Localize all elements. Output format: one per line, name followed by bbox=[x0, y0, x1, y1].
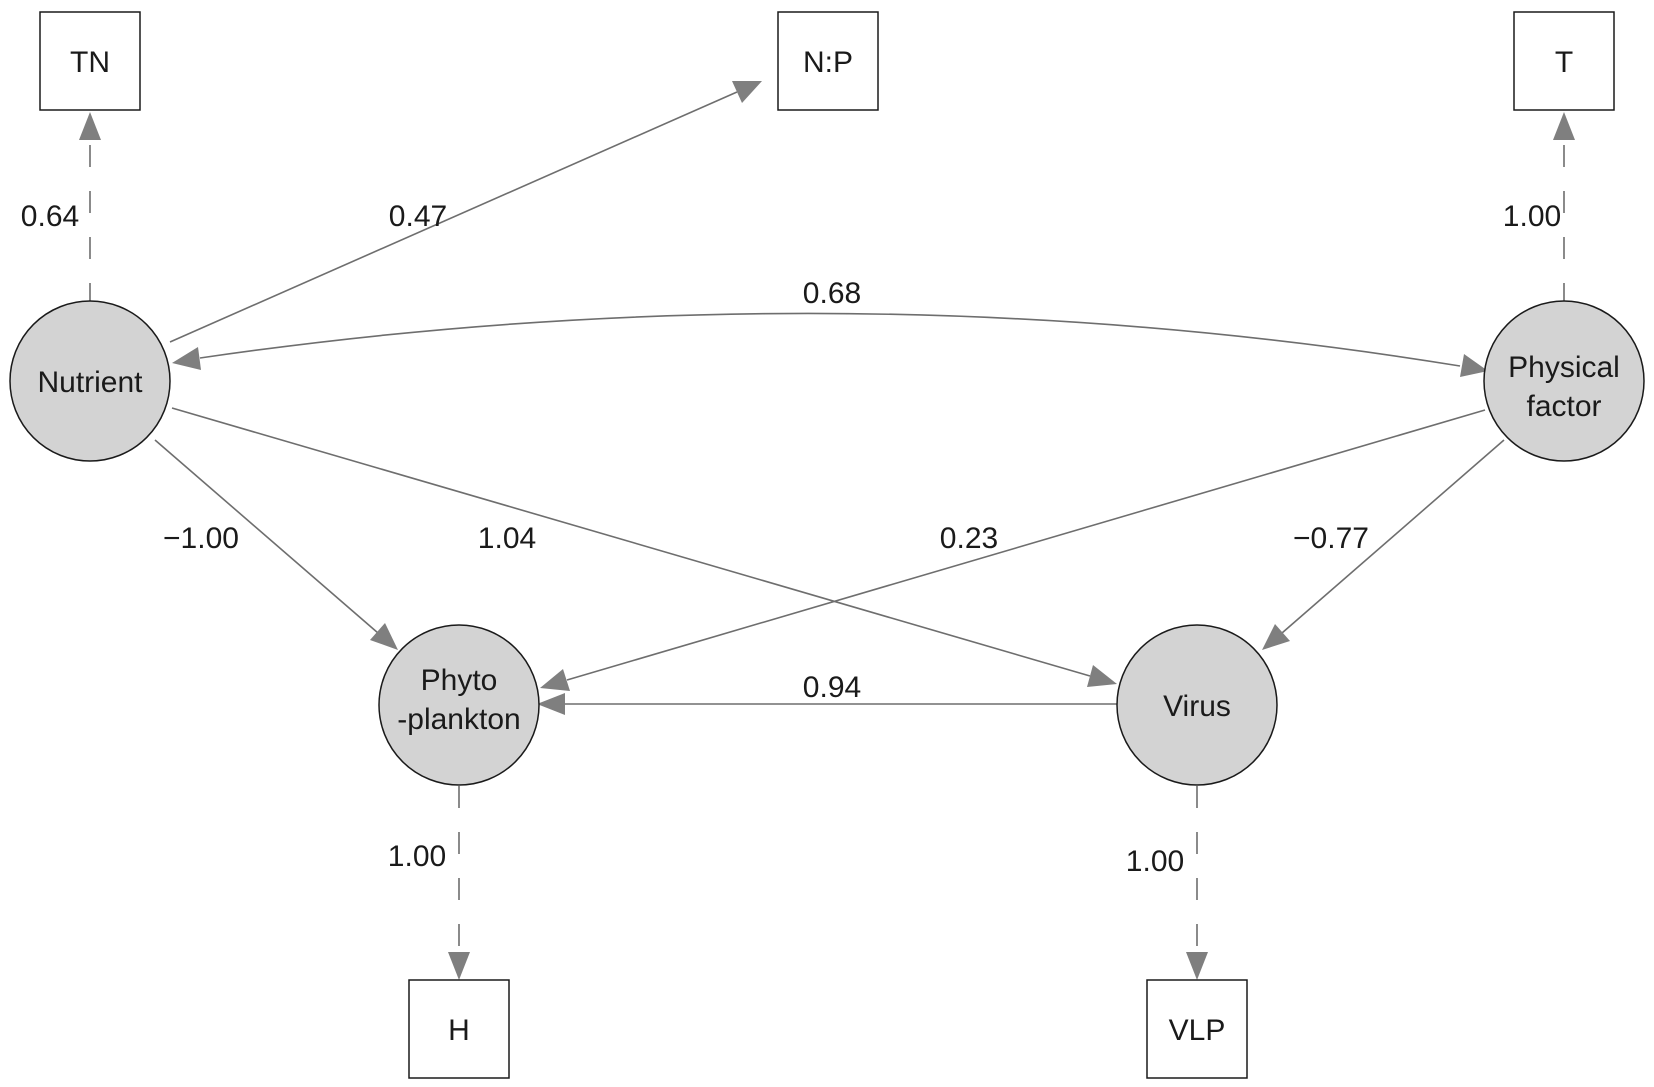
node-h: H bbox=[408, 979, 510, 1079]
node-nutrient-label: Nutrient bbox=[37, 366, 143, 399]
node-vlp-label: VLP bbox=[1169, 1014, 1226, 1047]
coef-nutrient-np: 0.47 bbox=[389, 200, 447, 233]
node-nutrient: Nutrient bbox=[9, 300, 171, 462]
node-h-label: H bbox=[448, 1014, 470, 1047]
node-tn-label: TN bbox=[70, 46, 110, 79]
edge-physical-virus bbox=[1262, 439, 1505, 650]
edge-phyto-h bbox=[448, 786, 470, 980]
node-phyto-line1: Phyto bbox=[421, 664, 498, 697]
observed-nodes: TN N:P T H VLP bbox=[39, 11, 1615, 1079]
coef-physical-phyto: 0.23 bbox=[940, 522, 998, 555]
edge-nutrient-physical bbox=[172, 312, 1488, 377]
node-virus: Virus bbox=[1116, 624, 1278, 786]
edge-physical-phyto bbox=[540, 409, 1486, 691]
coef-virus-phyto: 0.94 bbox=[803, 671, 861, 704]
edge-nutrient-np bbox=[169, 81, 762, 343]
edge-virus-phyto bbox=[537, 693, 1117, 715]
node-t: T bbox=[1513, 11, 1615, 111]
node-physical-factor: Physical factor bbox=[1483, 300, 1645, 462]
node-np-label: N:P bbox=[803, 46, 853, 79]
edge-nutrient-virus bbox=[171, 407, 1117, 687]
edge-physical-t bbox=[1553, 112, 1575, 305]
node-t-label: T bbox=[1555, 46, 1573, 79]
latent-nodes: Nutrient Physical factor Phyto -plankton… bbox=[9, 300, 1645, 786]
node-phytoplankton: Phyto -plankton bbox=[378, 624, 540, 786]
node-physical-line2: factor bbox=[1526, 390, 1601, 423]
coef-physical-t: 1.00 bbox=[1503, 200, 1561, 233]
coef-nutrient-virus: 1.04 bbox=[478, 522, 536, 555]
node-phyto-line2: -plankton bbox=[397, 703, 520, 736]
node-physical-line1: Physical bbox=[1508, 351, 1620, 384]
coef-phyto-h: 1.00 bbox=[388, 840, 446, 873]
coef-virus-vlp: 1.00 bbox=[1126, 845, 1184, 878]
edge-virus-vlp bbox=[1186, 786, 1208, 980]
edge-nutrient-phyto bbox=[154, 439, 398, 650]
coefficients: 0.64 0.47 1.00 0.68 −1.00 1.04 0.23 −0.7… bbox=[21, 200, 1561, 878]
node-np: N:P bbox=[777, 11, 879, 111]
edge-nutrient-tn bbox=[79, 112, 101, 305]
coef-nutrient-phyto: −1.00 bbox=[163, 522, 239, 555]
coef-nutrient-physical: 0.68 bbox=[803, 277, 861, 310]
coef-nutrient-tn: 0.64 bbox=[21, 200, 79, 233]
node-vlp: VLP bbox=[1146, 979, 1248, 1079]
coef-physical-virus: −0.77 bbox=[1293, 522, 1369, 555]
node-tn: TN bbox=[39, 11, 141, 111]
edges bbox=[79, 81, 1575, 980]
node-virus-label: Virus bbox=[1163, 690, 1231, 723]
